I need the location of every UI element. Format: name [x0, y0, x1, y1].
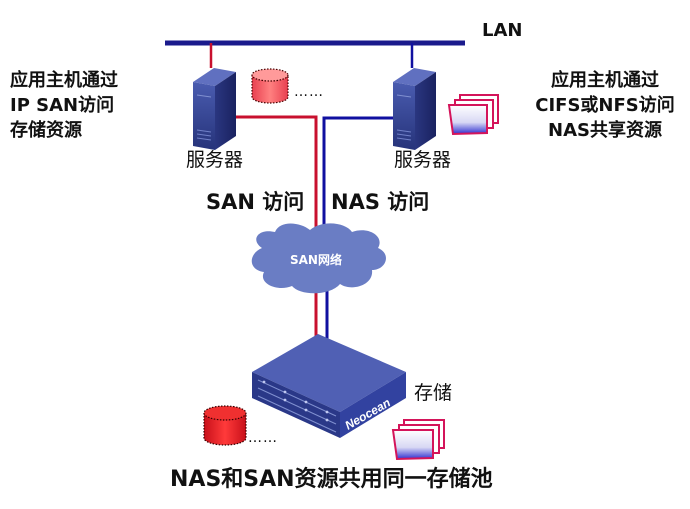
right-note-line: 应用主机通过: [551, 70, 659, 91]
nas-path-line: [322, 116, 395, 250]
storage-disk-icon: [203, 405, 247, 446]
san-path-line: [232, 115, 318, 250]
nas-access-label: NAS 访问: [331, 190, 430, 214]
left-note-line: IP SAN访问: [10, 95, 115, 116]
storage-array-icon: Neocean: [252, 334, 406, 438]
server-left-icon: [193, 68, 236, 150]
ellipsis-top: ……: [294, 84, 324, 100]
left-note: 应用主机通过 IP SAN访问 存储资源: [10, 68, 118, 143]
shared-files-icon: [447, 94, 499, 136]
san-access-label: SAN 访问: [206, 190, 305, 214]
right-note-line: NAS共享资源: [548, 120, 662, 141]
server-right-icon: [393, 68, 436, 150]
right-note: 应用主机通过 CIFS或NFS访问 NAS共享资源: [530, 68, 680, 143]
bottom-caption: NAS和SAN资源共用同一存储池: [170, 467, 493, 492]
left-note-line: 存储资源: [10, 120, 82, 141]
storage-files-icon: [391, 419, 445, 461]
san-network-cloud: [251, 223, 386, 294]
cloud-label: SAN网络: [290, 252, 342, 267]
server-right-label: 服务器: [394, 149, 452, 171]
ellipsis-bottom: ……: [248, 430, 278, 446]
right-note-line: CIFS或NFS访问: [535, 95, 675, 116]
lan-label: LAN: [482, 20, 523, 41]
storage-label: 存储: [414, 382, 453, 404]
disk-icon: [251, 68, 289, 104]
server-left-label: 服务器: [186, 149, 244, 171]
left-note-line: 应用主机通过: [10, 70, 118, 91]
